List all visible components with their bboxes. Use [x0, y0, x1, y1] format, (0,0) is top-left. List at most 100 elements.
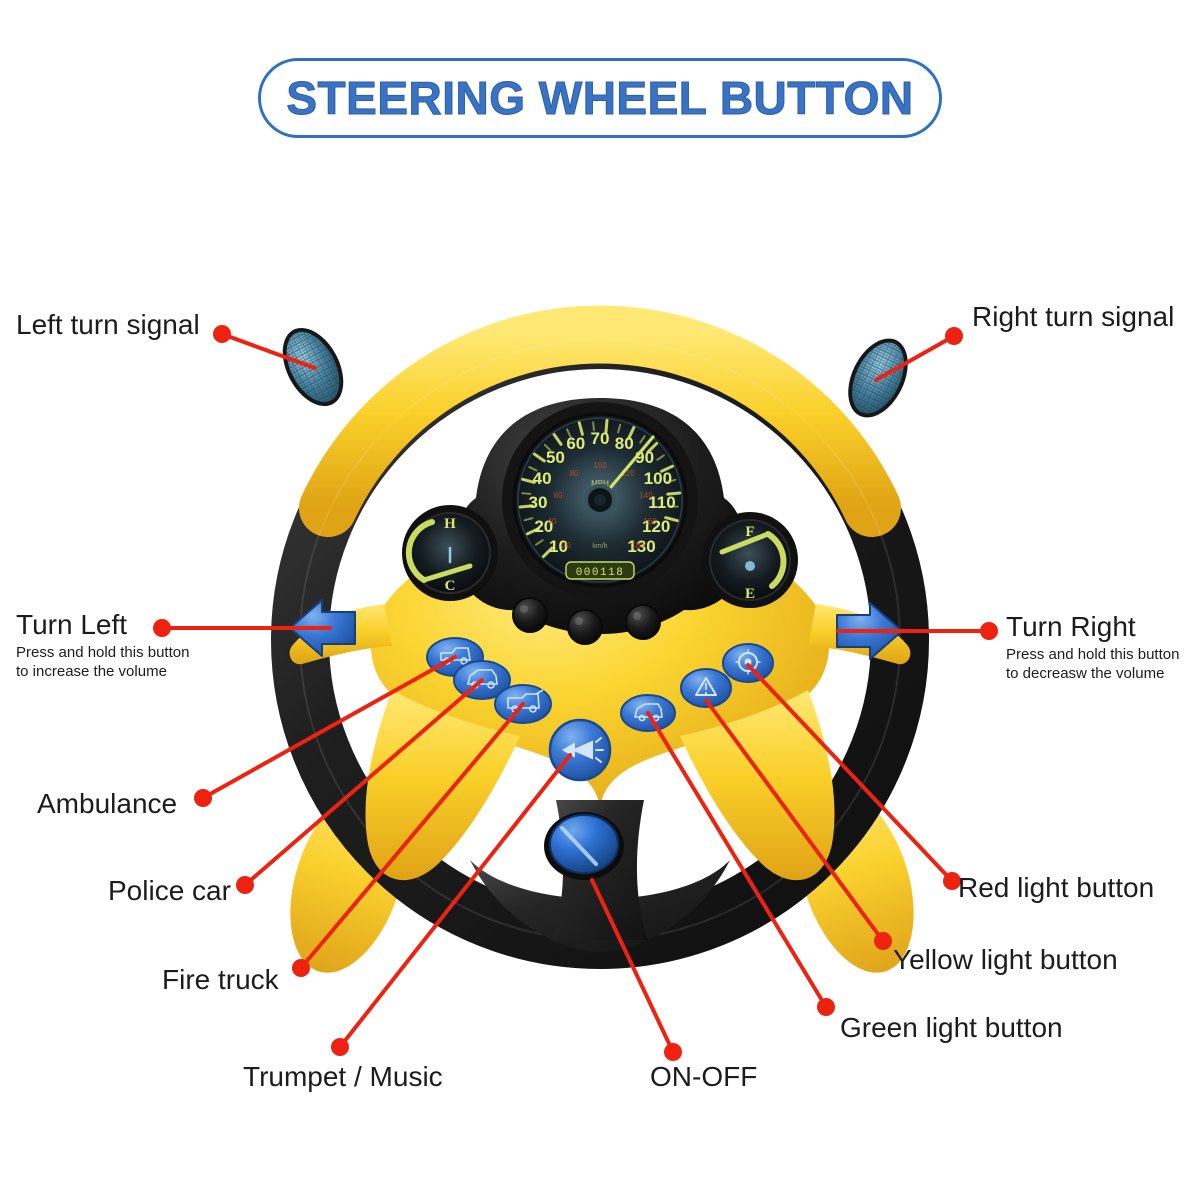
callout-on-off: ON-OFF	[650, 1061, 758, 1092]
turn-left-arrow-button	[289, 599, 356, 657]
speedo-tick-label: 130	[627, 537, 655, 556]
callout-label-right-turn-signal: Right turn signal	[972, 301, 1175, 332]
odometer-reading: 000118	[576, 567, 625, 579]
leader-line-red-light-button	[746, 663, 954, 883]
right-arm	[808, 604, 911, 665]
speedo-needle	[598, 435, 655, 502]
left-turn-signal-lamp	[282, 327, 344, 407]
callout-label-fire-truck: Fire truck	[162, 964, 279, 995]
callout-fire-truck: Fire truck	[162, 964, 279, 995]
wheel-struts	[300, 454, 408, 640]
leader-dot-green-light-button	[817, 998, 835, 1016]
fuel-gauge: F E	[702, 512, 798, 608]
svg-text:100: 100	[593, 461, 607, 470]
right-inner-spoke	[680, 690, 835, 881]
leader-dot-right-turn-signal	[945, 327, 963, 345]
speedo-tick-label: 70	[591, 429, 610, 448]
leader-line-police-car	[243, 678, 484, 887]
callout-label-on-off: ON-OFF	[650, 1061, 758, 1092]
temp-gauge-high-label: H	[444, 516, 456, 532]
leader-dot-fire-truck	[292, 959, 310, 977]
leader-dot-yellow-light-button	[874, 932, 892, 950]
callout-label-ambulance: Ambulance	[37, 788, 178, 819]
leader-line-left-turn-signal	[220, 332, 317, 370]
callout-label-left-turn-signal: Left turn signal	[16, 309, 200, 340]
speedo-unit: MPH	[591, 479, 609, 488]
wheel-paddles	[290, 787, 914, 973]
lower-spoke	[470, 860, 730, 952]
speedo-tick-label: 110	[648, 493, 675, 512]
leader-dot-turn-right	[980, 622, 998, 640]
instrument-pod	[455, 398, 745, 634]
speedo-tick-label: 60	[566, 434, 585, 453]
red-light-button	[722, 643, 774, 683]
leader-dot-on-off	[664, 1043, 682, 1061]
left-inner-spoke	[365, 690, 520, 881]
callout-ambulance: Ambulance	[37, 788, 178, 819]
leader-dot-police-car	[236, 876, 254, 894]
speedo-tick-label: 40	[533, 469, 552, 488]
speedo-tick-label: 30	[529, 493, 548, 512]
center-console-plate	[370, 520, 830, 812]
svg-text:80: 80	[570, 469, 579, 478]
svg-text:120: 120	[621, 469, 635, 478]
leader-line-fire-truck	[299, 702, 525, 970]
svg-text:60: 60	[554, 491, 563, 500]
leader-dot-left-turn-signal	[213, 325, 231, 343]
wheel-rim-black	[271, 311, 929, 969]
speedo-tick-label: 100	[644, 469, 672, 488]
speedo-tick-label: 10	[549, 537, 568, 556]
leader-line-on-off	[590, 878, 675, 1054]
callout-label-police-car: Police car	[108, 875, 231, 906]
speedo-tick-label: 120	[642, 517, 670, 536]
speedo-tick-label: 50	[546, 448, 565, 467]
callout-red-light-button: Red light button	[958, 872, 1155, 903]
title-banner: STEERING WHEEL BUTTON	[258, 58, 942, 138]
leader-dot-trumpet-music	[331, 1038, 349, 1056]
green-light-button	[620, 694, 676, 732]
speedo-tick-label: 80	[615, 434, 634, 453]
left-arm	[289, 604, 392, 665]
svg-text:km/h: km/h	[592, 543, 607, 550]
hub-small-buttons	[512, 597, 661, 645]
wheel-rim-yellow-top	[299, 305, 901, 537]
ambulance-button	[426, 637, 484, 677]
callout-yellow-light-button: Yellow light button	[893, 944, 1118, 975]
sound-buttons	[426, 637, 774, 782]
yellow-light-button	[680, 668, 732, 708]
callout-right-turn-signal: Right turn signal	[972, 301, 1175, 332]
callout-label-turn-left: Turn Left	[16, 609, 128, 640]
callout-label-trumpet-music: Trumpet / Music	[243, 1061, 443, 1092]
right-turn-signal-lamp	[848, 338, 908, 418]
temperature-gauge: H C	[402, 505, 498, 601]
callout-label-yellow-light-button: Yellow light button	[893, 944, 1118, 975]
turn-right-arrow-button	[836, 602, 903, 660]
svg-text:20: 20	[562, 541, 571, 550]
fire-truck-button	[494, 684, 552, 724]
speedo-tick-label: 90	[635, 448, 654, 467]
svg-text:160: 160	[643, 517, 657, 526]
callout-police-car: Police car	[108, 875, 231, 906]
leader-dot-ambulance	[194, 789, 212, 807]
page-title: STEERING WHEEL BUTTON	[286, 72, 914, 125]
police-car-button	[453, 660, 511, 700]
callout-label-green-light-button: Green light button	[840, 1012, 1063, 1043]
trumpet-music-button	[548, 718, 612, 782]
svg-text:140: 140	[639, 491, 653, 500]
callout-label-turn-right: Turn Right	[1006, 611, 1136, 642]
leader-line-yellow-light-button	[704, 698, 885, 943]
callout-label-red-light-button: Red light button	[958, 872, 1155, 903]
temp-gauge-low-label: C	[445, 578, 456, 594]
leader-line-green-light-button	[646, 711, 828, 1009]
callout-green-light-button: Green light button	[840, 1012, 1063, 1043]
speedo-tick-label: 20	[534, 517, 553, 536]
callout-left-turn-signal: Left turn signal	[16, 309, 200, 340]
leader-line-trumpet-music	[338, 753, 572, 1049]
svg-text:180: 180	[631, 541, 645, 550]
